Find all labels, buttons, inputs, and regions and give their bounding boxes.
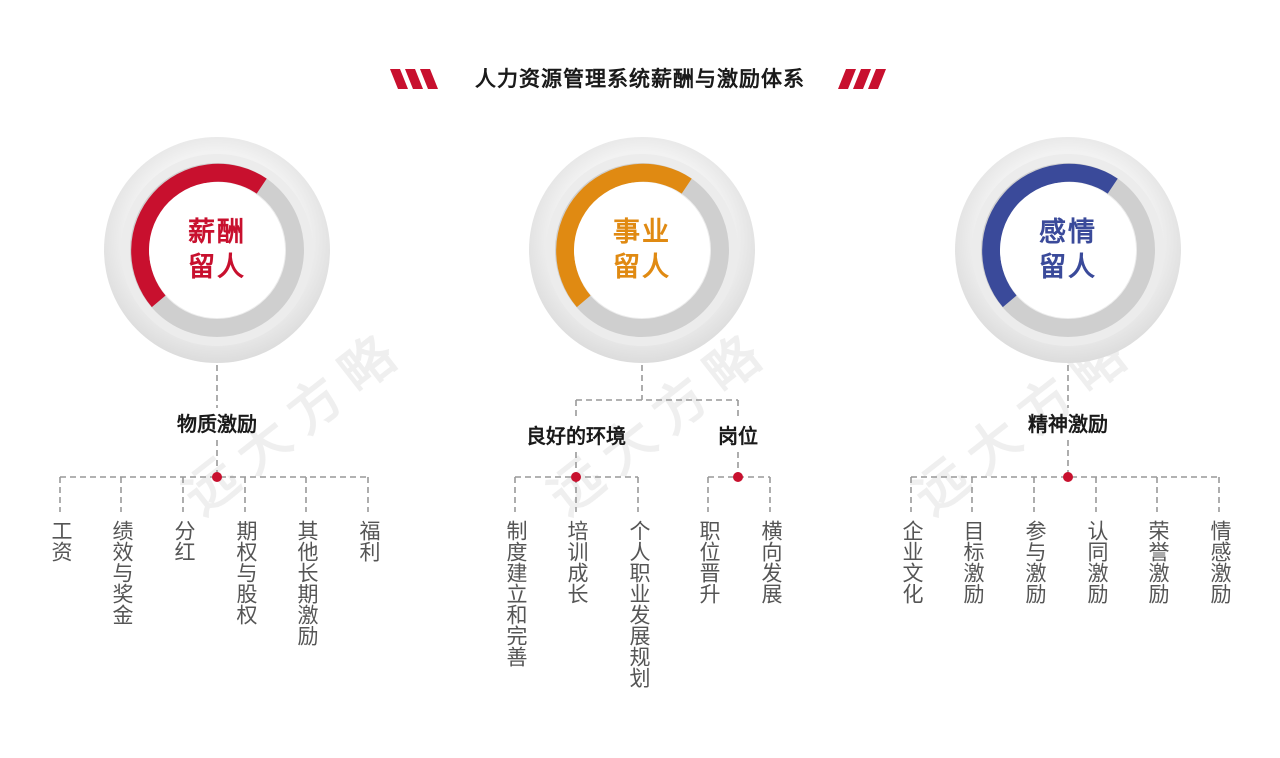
branch-label-spiritual: 精神激励 (1028, 412, 1108, 436)
leaf-item: 其他长期激励 (295, 520, 319, 646)
junction-dots (212, 472, 1073, 482)
branch-label-material: 物质激励 (177, 412, 257, 436)
leaf-item: 横向发展 (759, 520, 783, 604)
junction-dot (571, 472, 581, 482)
leaf-item: 职位晋升 (697, 520, 721, 604)
branch-label-position: 岗位 (718, 424, 758, 448)
leaf-item: 认同激励 (1085, 520, 1109, 604)
leaf-item: 个人职业发展规划 (627, 520, 651, 688)
leaf-item: 分红 (172, 520, 196, 562)
leaf-item: 期权与股权 (234, 520, 258, 625)
branch-label-environment: 良好的环境 (526, 424, 626, 448)
junction-dot (733, 472, 743, 482)
leaf-item: 目标激励 (961, 520, 985, 604)
circle-title: 感情 (1039, 217, 1097, 248)
circle-salary: 薪酬 留人 (102, 135, 332, 365)
leaf-item: 情感激励 (1208, 520, 1232, 604)
circle-title: 薪酬 (188, 217, 246, 248)
leaf-item: 绩效与奖金 (110, 520, 134, 625)
leaf-item: 培训成长 (565, 520, 589, 604)
leaf-item: 企业文化 (900, 520, 924, 604)
title-stripes-right (838, 69, 886, 89)
circle-subtitle: 留人 (188, 252, 246, 283)
junction-dot (1063, 472, 1073, 482)
title-stripes-left (390, 69, 438, 89)
circle-subtitle: 留人 (613, 252, 671, 283)
leaf-item: 工资 (49, 520, 73, 562)
leaf-item: 参与激励 (1023, 520, 1047, 604)
leaf-item: 荣誉激励 (1146, 520, 1170, 604)
leaf-item: 福利 (357, 520, 381, 562)
leaf-item: 制度建立和完善 (504, 520, 528, 667)
page-title: 人力资源管理系统薪酬与激励体系 (475, 67, 805, 91)
circle-emotion: 感情 留人 (953, 135, 1183, 365)
circle-career: 事业 留人 (527, 135, 757, 365)
circle-title: 事业 (613, 217, 671, 248)
junction-dot (212, 472, 222, 482)
circle-subtitle: 留人 (1039, 252, 1097, 283)
